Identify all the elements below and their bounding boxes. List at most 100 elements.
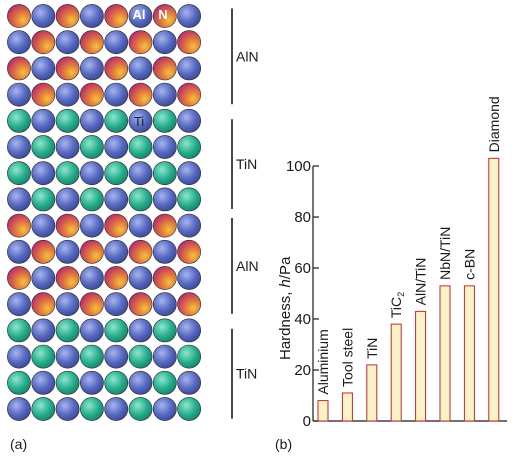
atom-n (7, 135, 31, 159)
atom-n (31, 318, 56, 343)
atom-al (80, 239, 104, 264)
bar (341, 392, 353, 422)
atom-n (80, 213, 104, 238)
atom-al (55, 266, 80, 290)
atom-n (152, 397, 177, 421)
bar-label: NbN/TiN (437, 227, 453, 280)
atom-al (7, 266, 31, 290)
atom-n (104, 239, 129, 264)
atom-ti (80, 187, 104, 212)
bar-label: c-BN (461, 249, 477, 280)
atom-n (55, 30, 80, 55)
atom-al (55, 4, 80, 28)
bar-label: Tool steel (339, 328, 355, 387)
atom-n (128, 161, 153, 186)
atom-n (7, 82, 31, 107)
atom-n (104, 397, 129, 421)
atom-n (31, 213, 56, 238)
atom-n (55, 397, 80, 421)
atom-n (80, 318, 104, 343)
atom-ti (7, 108, 31, 133)
atom-n (104, 82, 129, 107)
atom-ti (80, 397, 104, 421)
atom-n (177, 108, 202, 133)
atom-n (152, 30, 177, 55)
y-axis-label-unit: /Pa (277, 256, 294, 279)
atom-n (80, 266, 104, 290)
bar (463, 285, 475, 422)
atom-n (31, 108, 56, 133)
layer-label: TiN (236, 366, 257, 382)
y-tick-label: 20 (294, 362, 311, 379)
atom-n (104, 135, 129, 159)
atom-ti (55, 370, 80, 395)
atom-n (152, 187, 177, 212)
panel-b-label: (b) (275, 436, 292, 452)
atom-n (152, 135, 177, 159)
atom-al (152, 266, 177, 290)
atom-n (80, 161, 104, 186)
atom-n (128, 266, 153, 290)
atom-n (7, 344, 31, 369)
bar (488, 157, 500, 422)
atom-ti (177, 344, 202, 369)
atom-n (31, 370, 56, 395)
atom-n (104, 292, 129, 317)
atom-ti (128, 344, 153, 369)
atom-n (177, 4, 202, 28)
atom-ti (31, 344, 56, 369)
atom-al (55, 213, 80, 238)
atom-n (177, 161, 202, 186)
atom-n (152, 344, 177, 369)
atom-al (104, 56, 129, 81)
atom-n (177, 56, 202, 81)
atom-n (152, 239, 177, 264)
atom-ti (152, 161, 177, 186)
atom-ti (104, 318, 129, 343)
atom-al (177, 292, 202, 317)
atom-n (31, 4, 56, 28)
atom-ti (177, 135, 202, 159)
atom-al (7, 56, 31, 81)
atom-al (128, 30, 153, 55)
atom-al (104, 4, 129, 28)
atom-al (152, 4, 177, 28)
atom-n (152, 82, 177, 107)
layer-label: AlN (236, 258, 259, 274)
bar (390, 323, 402, 422)
atom-ti (31, 187, 56, 212)
y-tick-label: 80 (294, 209, 311, 226)
atom-n (128, 108, 153, 133)
atom-al (31, 82, 56, 107)
atom-n (104, 30, 129, 55)
atom-al (177, 239, 202, 264)
atom-ti (55, 318, 80, 343)
bar-label: AlN/TiN (413, 258, 429, 306)
atom-n (177, 213, 202, 238)
atom-n (7, 292, 31, 317)
atom-n (7, 239, 31, 264)
atom-n (104, 187, 129, 212)
atom-n (177, 370, 202, 395)
atom-ti (7, 161, 31, 186)
atom-n (55, 239, 80, 264)
atom-ti (7, 370, 31, 395)
atom-al (7, 213, 31, 238)
atom-n (128, 318, 153, 343)
y-tick-label: 100 (286, 158, 311, 175)
atom-ti (31, 397, 56, 421)
bar (439, 285, 451, 422)
atom-n (55, 187, 80, 212)
bar-label: TiC2 (388, 292, 406, 318)
atom-al (80, 82, 104, 107)
layer-label: TiN (236, 156, 257, 172)
atom-label-al: Al (133, 7, 146, 22)
layer-label: AlN (236, 48, 259, 64)
atom-n (7, 30, 31, 55)
atom-n (80, 370, 104, 395)
atom-al (7, 4, 31, 28)
